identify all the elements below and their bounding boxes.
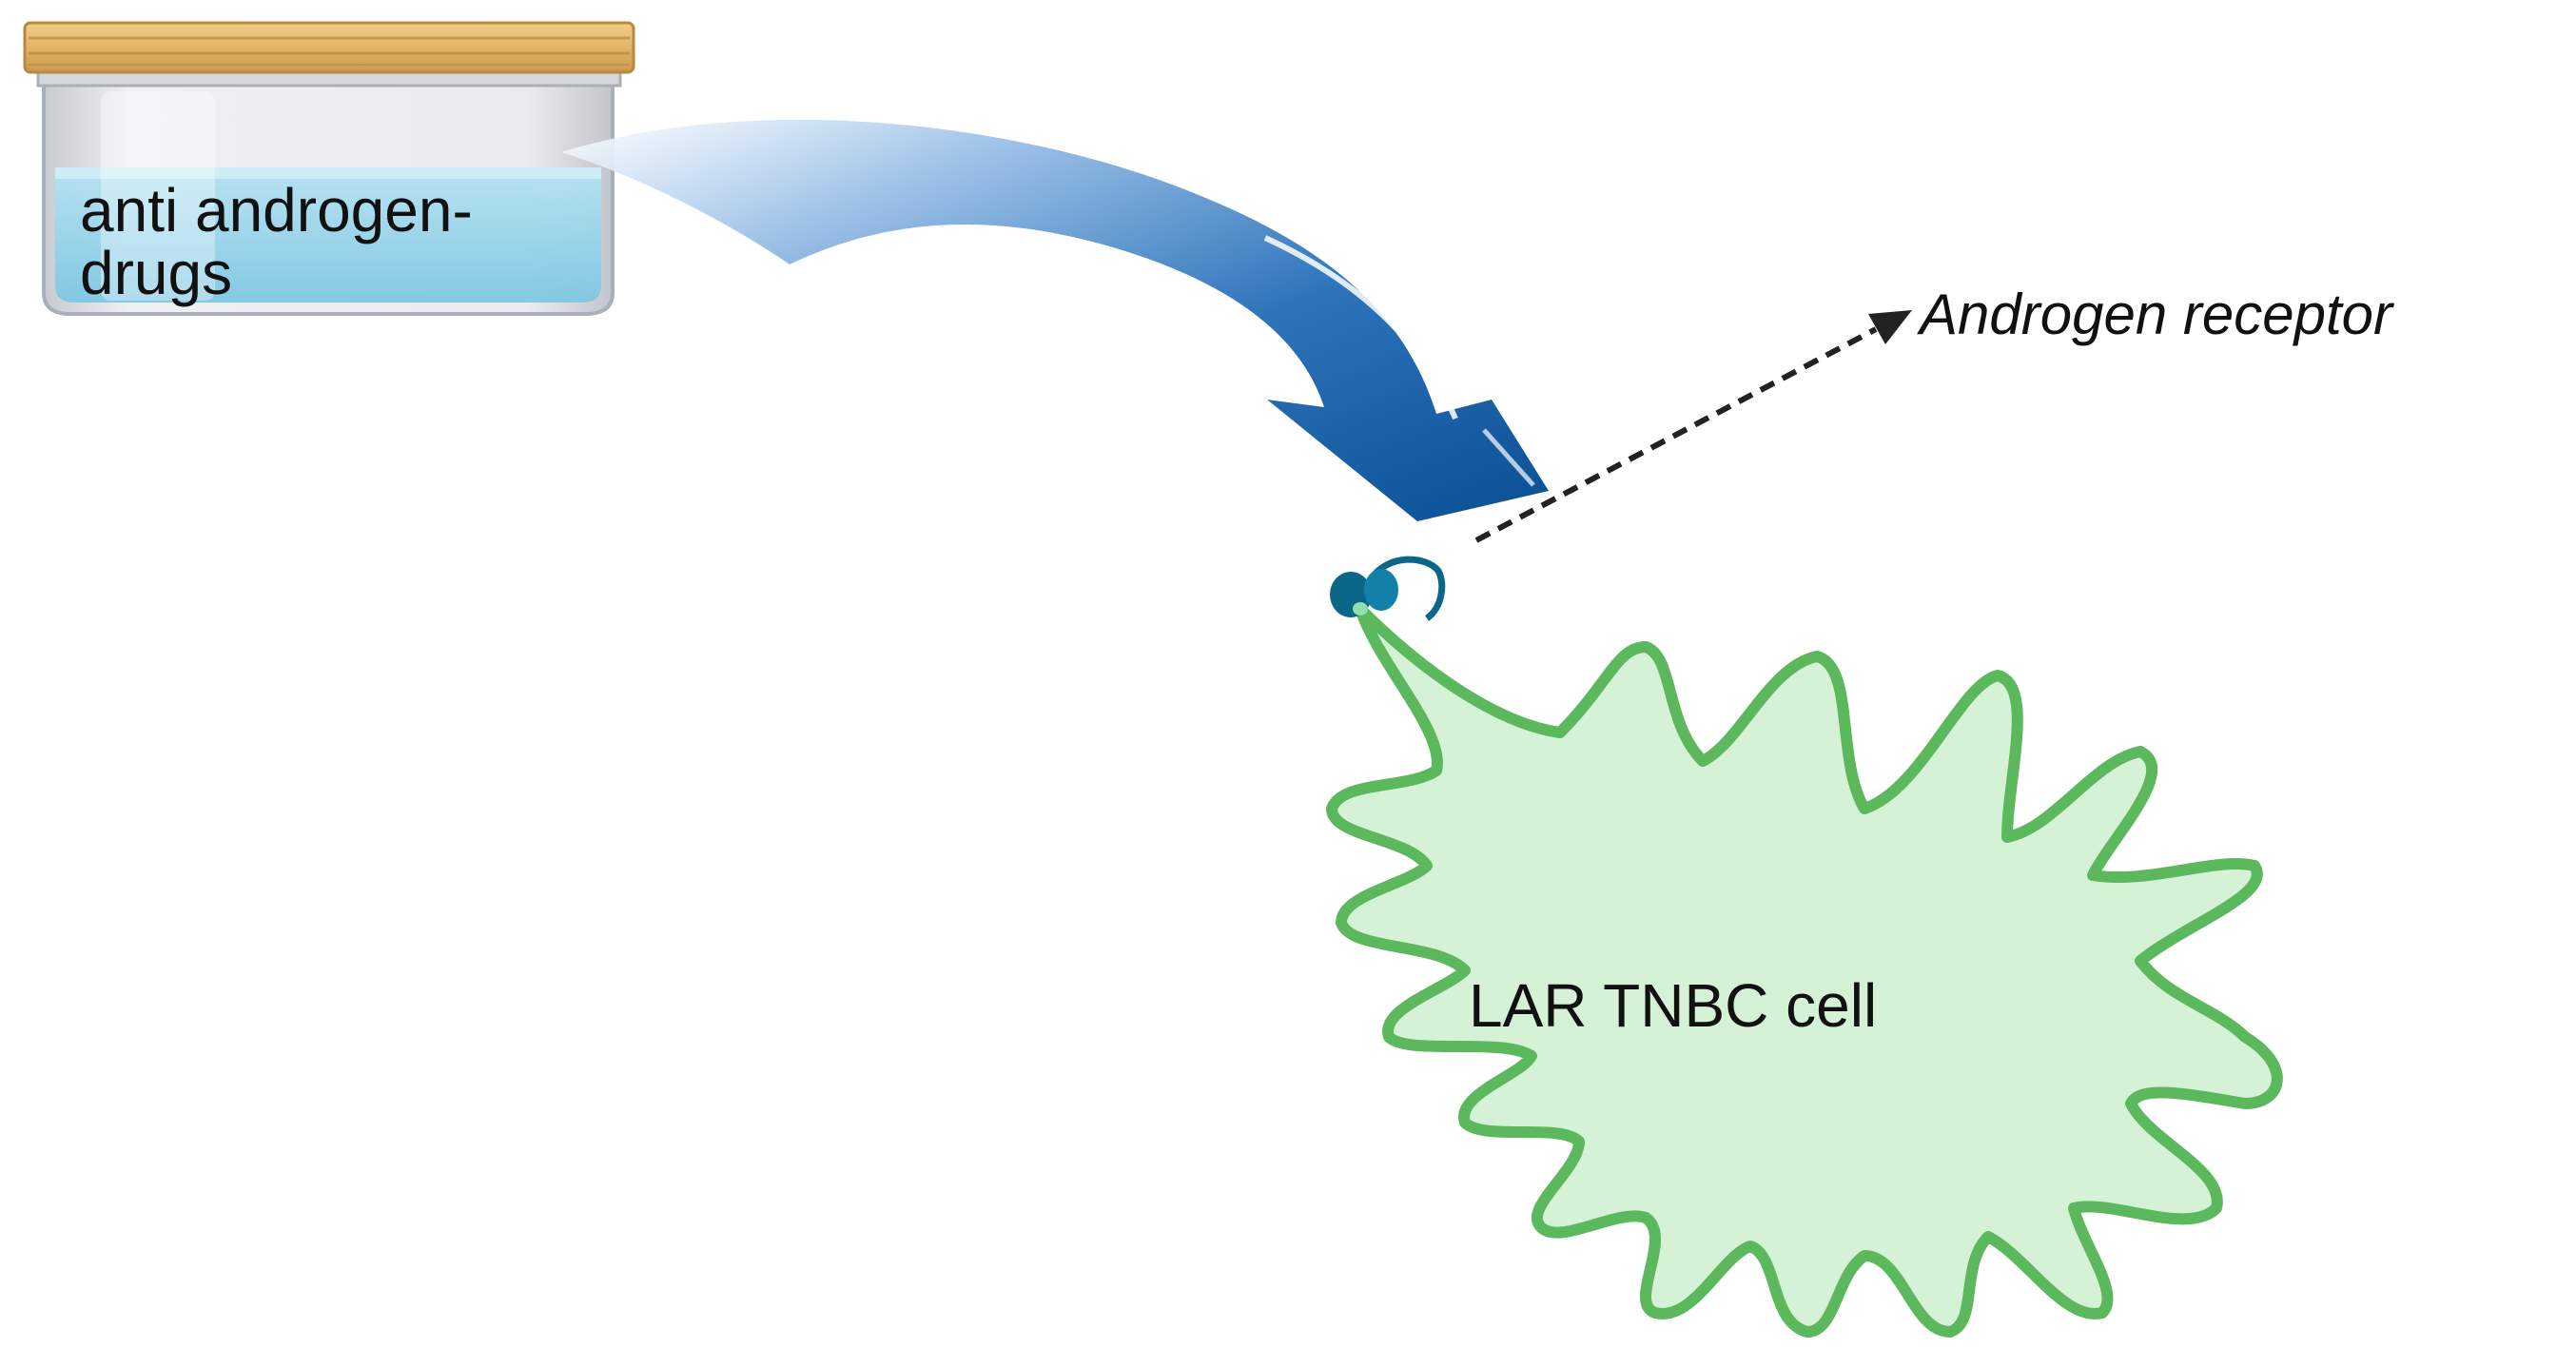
cell-membrane <box>1326 603 2283 1338</box>
jar-liquid <box>55 173 601 303</box>
receptor-pointer <box>1474 310 1912 543</box>
cell-label: LAR TNBC cell <box>1469 971 1878 1040</box>
receptor-loop <box>1367 556 1446 621</box>
androgen-receptor-label: Androgen receptor <box>1920 283 2392 346</box>
drug-arrow <box>561 119 1549 521</box>
drug-arrow-body <box>561 119 1549 521</box>
jar-lid <box>23 21 635 74</box>
drug-jar <box>23 21 635 316</box>
drug-arrow-highlight <box>1263 235 1458 420</box>
jar-liquid-surface <box>55 167 601 179</box>
pointer-arrowhead <box>1868 310 1912 344</box>
pointer-line <box>1474 326 1878 543</box>
androgen-receptor-protein <box>1330 556 1446 621</box>
jar-highlight <box>101 91 215 301</box>
drug-jar-label: anti androgen-drugs <box>80 176 473 307</box>
